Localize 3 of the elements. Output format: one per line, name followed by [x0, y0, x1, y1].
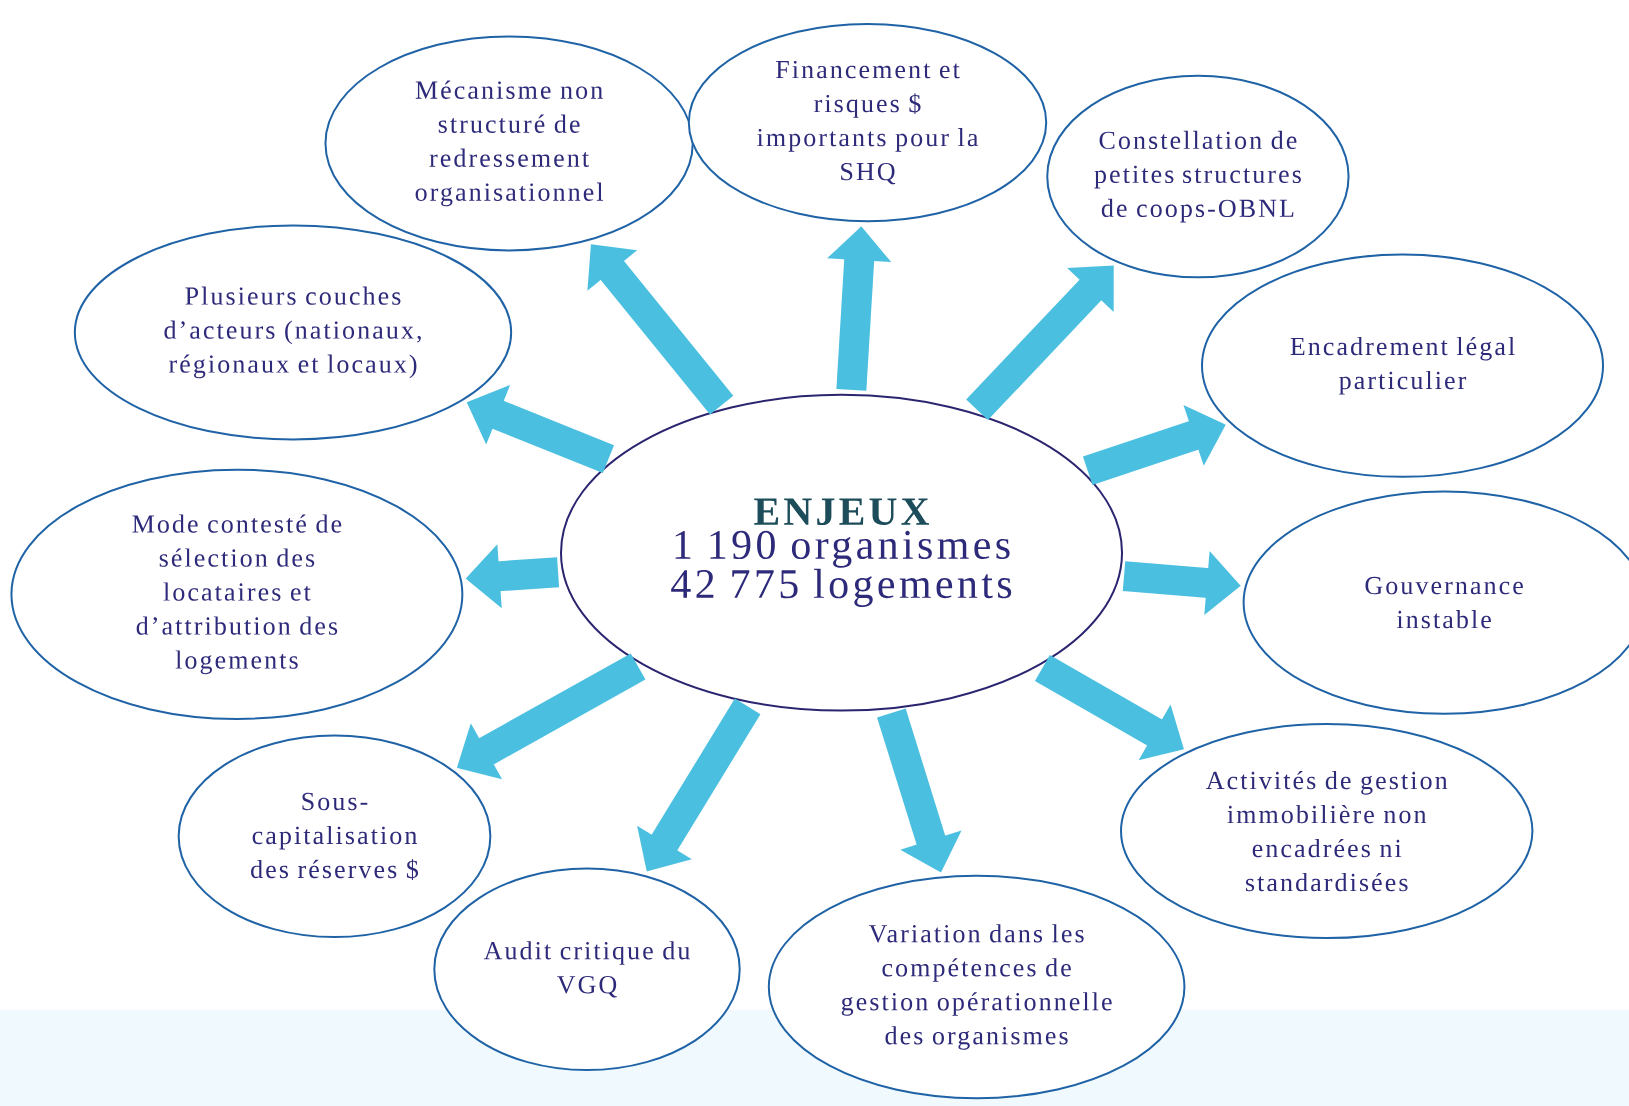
node-label: Variation dans les compétences de gestion opérationnelle des organismes — [841, 924, 1112, 1050]
block-arrow — [587, 244, 734, 415]
block-arrow — [966, 265, 1114, 420]
